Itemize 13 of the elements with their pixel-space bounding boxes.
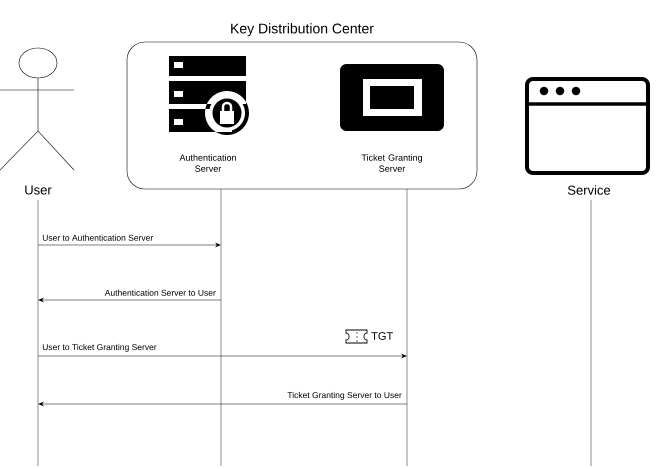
lifeline [220, 189, 222, 466]
edge-label: Authentication Server to User [104, 288, 217, 297]
actor-label: Authentication Server [180, 154, 236, 172]
edge-label: User to Authentication Server [41, 234, 154, 242]
edge-label: Ticket Granting Server to User [286, 390, 403, 401]
edge-label: User to Ticket Granting Server [41, 342, 158, 353]
lifeline [406, 189, 408, 466]
actor-label: Service [568, 185, 610, 195]
actor-label: Ticket Granting Server [362, 154, 422, 172]
lifeline [590, 200, 592, 466]
node-label: Key Distribution Center [231, 23, 374, 36]
actor-label: User [25, 185, 52, 195]
token-label: TGT [371, 332, 393, 340]
